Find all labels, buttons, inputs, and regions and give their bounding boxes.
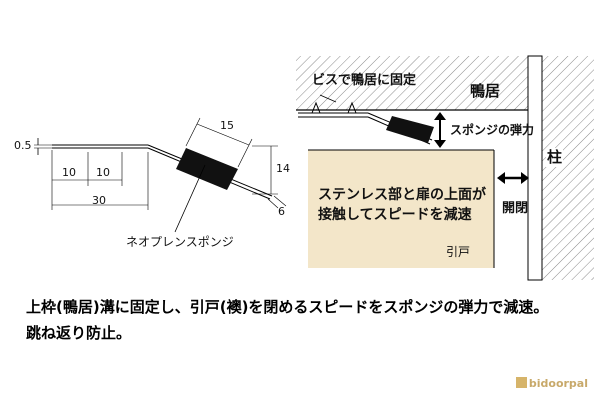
thickness-label: 0.5: [14, 139, 32, 152]
screw-leader: [319, 94, 337, 103]
sliding-door-label: 引戸: [446, 245, 471, 259]
contact-line-2: 接触してスピードを減速: [318, 207, 472, 223]
caption-line-1: 上枠(鴨居)溝に固定し、引戸(襖)を閉めるスピードをスポンジの弾力で減速。: [26, 298, 549, 316]
contact-line-1: ステンレス部と扉の上面が: [318, 187, 486, 203]
open-close-label: 開閉: [502, 201, 529, 216]
screw-label: ビスで鴨居に固定: [312, 73, 417, 88]
sliding-door: [308, 150, 494, 268]
installation-drawing: [296, 55, 594, 281]
brand-mark-icon: [515, 377, 527, 388]
sponge-force-label: スポンジの弾力: [450, 123, 535, 137]
lintel-label: 鴨居: [470, 82, 501, 100]
brand-logo: bidoorpal: [515, 377, 588, 390]
dim-label-14: 14: [276, 162, 290, 175]
profile-drawing: [34, 117, 287, 233]
pillar-hatch: [542, 56, 594, 280]
sponge-leader: [174, 164, 206, 233]
pillar-face: [527, 55, 543, 281]
dim-label-10-b: 10: [96, 166, 110, 179]
dim-label-15: 15: [220, 119, 234, 132]
pillar-label: 柱: [546, 148, 564, 167]
neoprene-sponge: [176, 148, 238, 190]
dim-label-30: 30: [92, 194, 106, 207]
brand-text: bidoorpal: [528, 377, 588, 390]
dim-label-10-a: 10: [62, 166, 76, 179]
caption-line-2: 跳ね返り防止。: [26, 324, 132, 342]
dim-label-6: 6: [278, 205, 285, 218]
lintel-hatch: [296, 56, 542, 110]
sponge-label: ネオプレンスポンジ: [126, 235, 234, 249]
installed-sponge: [386, 116, 434, 143]
caption: 上枠(鴨居)溝に固定し、引戸(襖)を閉めるスピードをスポンジの弾力で減速。 跳ね…: [26, 294, 586, 346]
